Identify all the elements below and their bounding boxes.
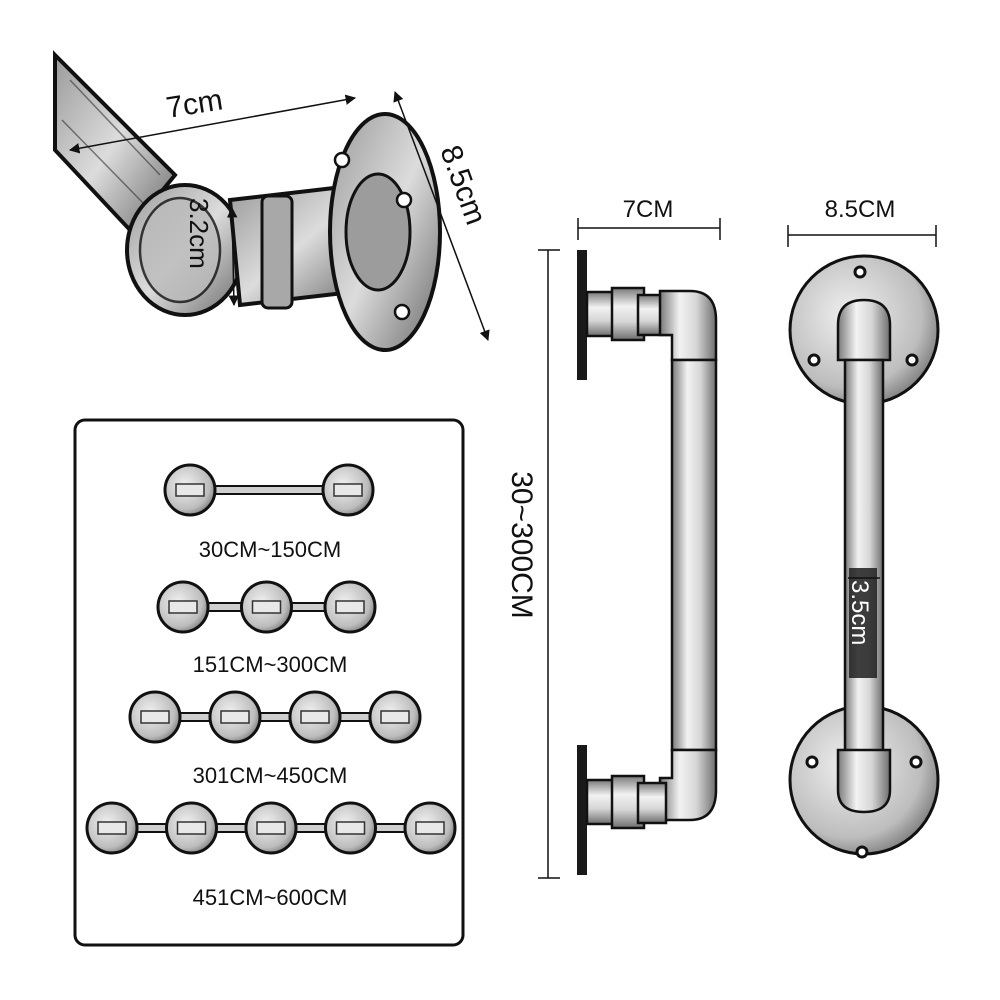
length-option-row: 151CM~300CM	[156, 580, 377, 677]
option-fitting	[335, 600, 365, 614]
front-view-handrail	[788, 254, 940, 859]
option-fitting	[176, 821, 207, 835]
option-fitting	[415, 821, 445, 835]
side-length-dimension	[538, 249, 560, 879]
option-fitting	[140, 710, 170, 724]
front-pipe-diameter-label: 3.5cm	[846, 580, 873, 645]
option-fitting	[333, 483, 363, 497]
detail-pipe-dimension-line	[226, 206, 240, 307]
option-fitting	[97, 821, 127, 835]
length-option-label: 151CM~300CM	[193, 652, 348, 677]
option-fitting	[251, 600, 282, 614]
length-options-panel	[73, 418, 465, 947]
detail-pipe-diameter-label: 3.2cm	[184, 198, 214, 269]
length-option-label: 301CM~450CM	[193, 763, 348, 788]
side-bottom-flange	[577, 745, 587, 875]
option-fitting	[175, 483, 205, 497]
length-option-row: 451CM~600CM	[85, 801, 457, 910]
side-depth-label: 7CM	[623, 196, 674, 223]
length-option-label: 451CM~600CM	[193, 885, 348, 910]
option-fitting	[256, 821, 286, 835]
front-width-label: 8.5CM	[825, 196, 896, 223]
option-fitting	[335, 821, 366, 835]
length-option-row: 301CM~450CM	[128, 690, 422, 788]
side-top-flange	[577, 250, 587, 380]
length-option-label: 30CM~150CM	[199, 537, 341, 562]
option-bar	[154, 712, 396, 722]
option-fitting	[300, 710, 330, 724]
option-fitting	[168, 600, 198, 614]
side-length-label: 30~300CM	[505, 471, 538, 619]
elbow-detail-sketch	[53, 50, 442, 352]
length-options-list: 30CM~150CM 151CM~300CM 301CM~450CM 451CM~60…	[85, 463, 457, 910]
option-fitting	[380, 710, 410, 724]
front-width-dimension	[787, 225, 937, 247]
length-option-row: 30CM~150CM	[163, 463, 375, 562]
side-view-handrail	[577, 250, 718, 875]
option-fitting	[220, 710, 250, 724]
side-depth-dimension	[577, 218, 721, 240]
detail-length-label: 7cm	[164, 83, 225, 124]
detail-flange-dimension-line	[393, 91, 490, 341]
detail-length-dimension-line	[68, 94, 357, 154]
